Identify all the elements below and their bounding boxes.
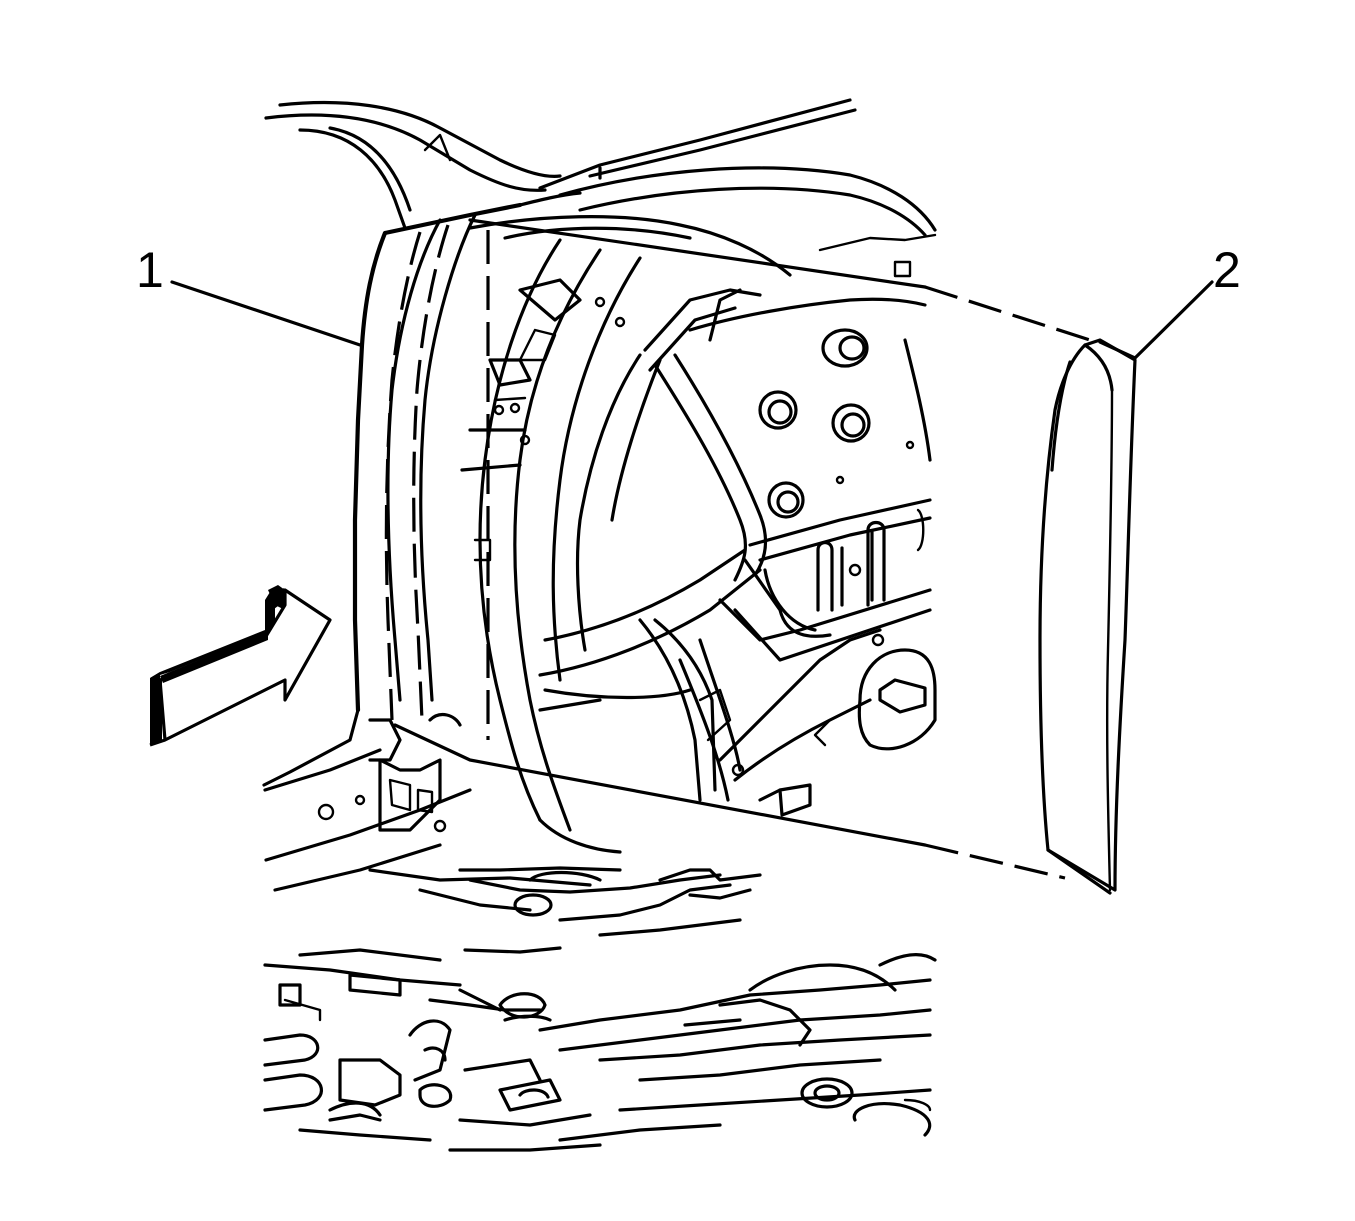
view-direction-arrow-icon — [149, 585, 332, 747]
callout-2-leader — [1133, 280, 1214, 360]
panel-1-hidden-edges — [384, 224, 490, 740]
reinforcement-block-part — [1038, 338, 1137, 895]
callout-1-label: 1 — [136, 242, 164, 298]
projection-lines — [393, 218, 1091, 880]
callout-leaders — [170, 280, 1214, 360]
callout-1-leader — [170, 280, 362, 347]
vehicle-body-structure — [262, 98, 937, 1152]
callout-2-label: 2 — [1213, 242, 1241, 298]
